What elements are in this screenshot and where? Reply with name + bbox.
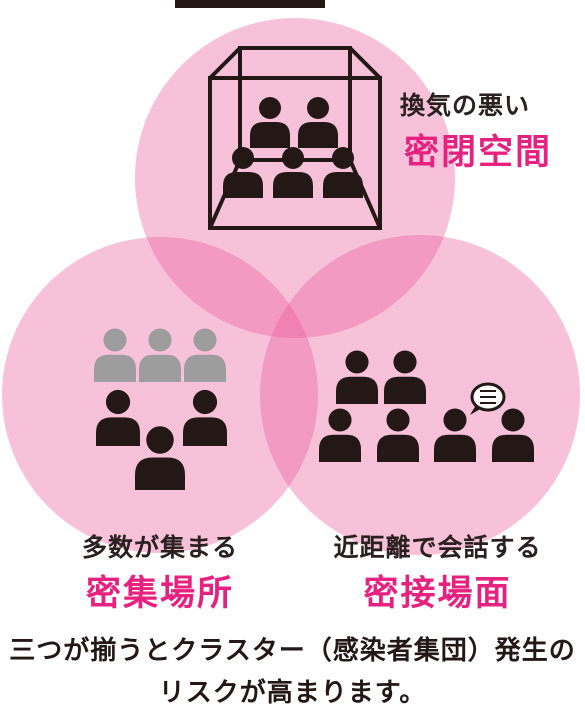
person-figure — [492, 408, 534, 462]
person-figure-gray — [184, 328, 226, 382]
speech-bubble-icon — [470, 382, 506, 415]
right-circle-main-label: 密接場面 — [363, 574, 512, 614]
person-figure — [336, 350, 378, 404]
person-figure — [434, 408, 476, 462]
caption-line-2: リスクが高まります。 — [158, 678, 427, 708]
person-figure — [135, 426, 185, 490]
top-circle-main-label: 密閉空間 — [403, 133, 552, 173]
cropped-heading-fragment — [175, 0, 325, 8]
person-figure — [384, 350, 426, 404]
person-figure — [298, 97, 338, 148]
crowd-icon — [94, 328, 227, 490]
left-circle — [2, 237, 318, 553]
top-circle-sub-label: 換気の悪い — [400, 91, 531, 120]
person-figure — [319, 408, 361, 462]
person-figure — [96, 389, 140, 446]
right-circle-sub-label: 近距離で会話する — [333, 533, 542, 562]
box-people — [223, 97, 363, 198]
people-in-box-icon — [208, 46, 382, 230]
person-figure — [323, 147, 363, 198]
person-figure — [183, 389, 227, 446]
person-figure — [250, 97, 290, 148]
person-figure — [377, 408, 419, 462]
person-figure — [273, 147, 313, 198]
caption-line-1: 三つが揃うとクラスター（感染者集団）発生の — [9, 636, 576, 666]
conversation-group-icon — [319, 350, 534, 462]
left-circle-sub-label: 多数が集まる — [81, 533, 238, 562]
person-figure-gray — [139, 328, 181, 382]
left-circle-main-label: 密集場所 — [85, 574, 234, 614]
person-figure-gray — [94, 328, 136, 382]
venn-circles — [2, 18, 580, 555]
person-figure — [223, 147, 263, 198]
